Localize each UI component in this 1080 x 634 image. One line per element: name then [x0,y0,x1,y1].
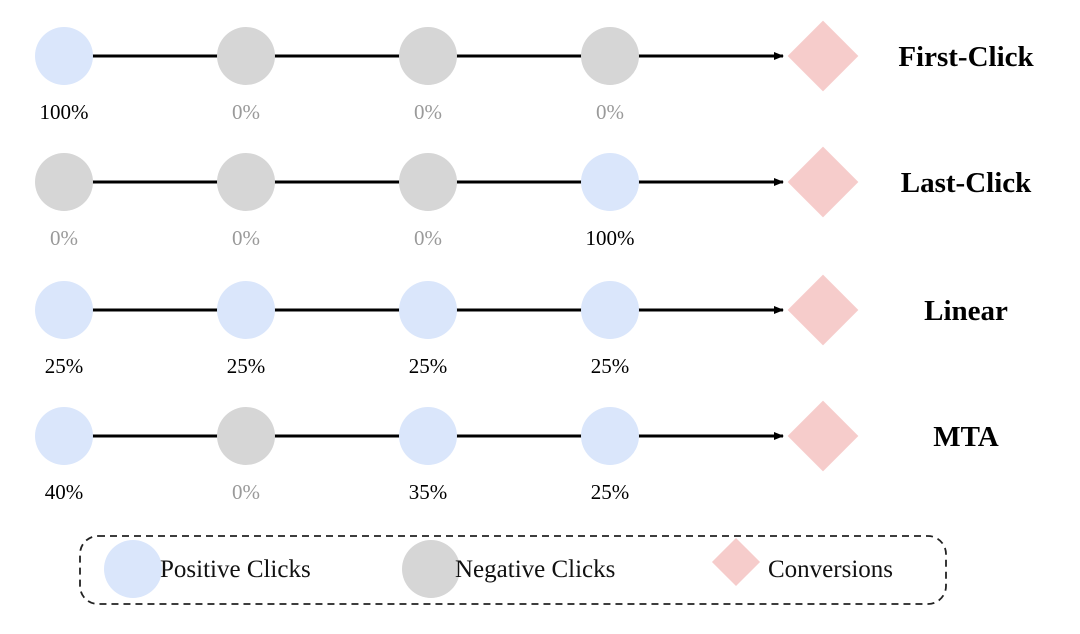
attribution-percentage: 25% [227,354,266,378]
legend-conversion-icon [711,537,761,587]
row-first-click: 100% 0% 0% 0% First-Click [35,20,1035,124]
negative-click-circle [217,153,275,211]
positive-click-circle [35,407,93,465]
model-label: MTA [933,421,999,453]
attribution-percentage: 40% [45,480,84,504]
row-last-click: 0% 0% 0% 100% Last-Click [35,146,1032,250]
model-label: Last-Click [901,167,1032,199]
attribution-percentage: 35% [409,480,448,504]
legend: Positive Clicks Negative Clicks Conversi… [79,535,947,605]
attribution-percentage: 0% [596,100,624,124]
conversion-diamond [787,146,859,218]
conversion-diamond [787,274,859,346]
attribution-percentage: 25% [591,480,630,504]
attribution-percentage: 25% [591,354,630,378]
model-label: First-Click [898,41,1034,73]
positive-click-circle [35,281,93,339]
legend-negative-click-icon [402,540,460,598]
attribution-percentage: 0% [50,226,78,250]
negative-click-circle [217,27,275,85]
positive-click-circle [581,407,639,465]
conversion-diamond [787,20,859,92]
legend-conversion-label: Conversions [768,556,893,583]
attribution-percentage: 0% [232,100,260,124]
positive-click-circle [581,153,639,211]
legend-positive-click-icon [104,540,162,598]
negative-click-circle [581,27,639,85]
positive-click-circle [35,27,93,85]
attribution-percentage: 0% [232,226,260,250]
positive-click-circle [581,281,639,339]
attribution-percentage: 25% [409,354,448,378]
attribution-percentage: 100% [40,100,89,124]
legend-positive-label: Positive Clicks [160,556,311,583]
negative-click-circle [217,407,275,465]
legend-negative-label: Negative Clicks [455,556,615,583]
row-mta: 40% 0% 35% 25% MTA [35,400,999,504]
attribution-rows: 100% 0% 0% 0% First-Click 0% 0% 0% 100% Last-Clic… [35,20,1035,504]
attribution-percentage: 0% [414,226,442,250]
positive-click-circle [399,281,457,339]
positive-click-circle [217,281,275,339]
attribution-percentage: 100% [586,226,635,250]
negative-click-circle [399,153,457,211]
negative-click-circle [35,153,93,211]
conversion-diamond [787,400,859,472]
attribution-percentage: 0% [414,100,442,124]
attribution-percentage: 0% [232,480,260,504]
negative-click-circle [399,27,457,85]
model-label: Linear [924,295,1008,327]
attribution-percentage: 25% [45,354,84,378]
row-linear: 25% 25% 25% 25% Linear [35,274,1008,378]
positive-click-circle [399,407,457,465]
legend-box [79,535,947,605]
